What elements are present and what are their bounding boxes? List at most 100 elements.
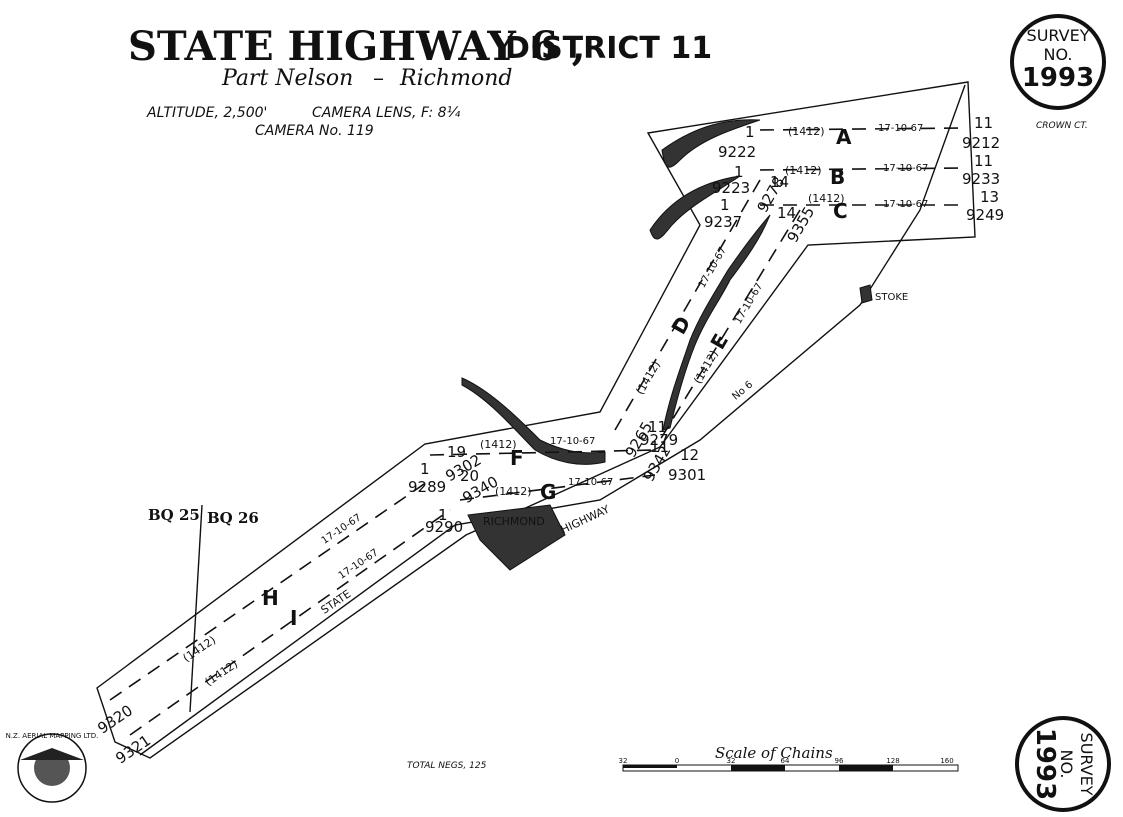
run-I-start-f: 9290 [425, 518, 463, 536]
run-D-film: (1412) [633, 359, 663, 397]
run-G-date: 17-10-67 [568, 477, 613, 488]
run-H: H (1412) 17-10-67 9320 [94, 512, 363, 737]
lens-label: CAMERA LENS, F: 8¼ [312, 105, 461, 121]
map-header: STATE HIGHWAY 6 , DISTRICT 11 Part Nelso… [128, 23, 712, 139]
run-F-start-f: 9289 [408, 478, 446, 496]
flight-line-A [759, 127, 966, 131]
run-H-film: (1412) [181, 633, 219, 664]
run-A-start-f: 9222 [718, 143, 756, 161]
run-F-letter: F [510, 446, 524, 470]
roads [139, 84, 966, 756]
scale-title: Scale of Chains [715, 744, 833, 762]
run-G-start-n: 20 [460, 467, 479, 485]
run-A-start-n: 1 [745, 123, 755, 141]
run-I-letter: I [290, 606, 297, 630]
river-west [461, 377, 606, 465]
survey-top-line1: SURVEY [1027, 26, 1090, 45]
run-B-start-n: 1 [734, 163, 744, 181]
run-D-start-n: 11 [648, 418, 667, 436]
run-H-start-f: 9320 [94, 701, 136, 737]
run-A-letter: A [836, 125, 852, 149]
place-labels: STOKE RICHMOND HIGHWAY STATE No 6 [319, 292, 909, 617]
run-C-date: 17-10-67 [883, 199, 928, 210]
run-B-letter: B [830, 165, 845, 189]
scale-tick-label: 128 [886, 757, 899, 765]
run-C-letter: C [833, 199, 848, 223]
river-middle [649, 175, 741, 240]
flight-lines [109, 127, 966, 736]
run-G-end-n: 12 [680, 446, 699, 464]
run-B-date: 17-10-67 [883, 163, 928, 174]
survey-top-number: 1993 [1022, 63, 1094, 93]
sheet-line [189, 504, 203, 713]
run-I-start-n: 1 [438, 506, 448, 524]
subtitle-place: Richmond [399, 66, 512, 91]
run-B-end-n: 11 [974, 152, 993, 170]
subtitle-dash: – [373, 66, 384, 91]
crown-label: CROWN CT. [1036, 121, 1088, 131]
run-C-start-f: 9237 [704, 213, 742, 231]
run-E-start-n: 11 [650, 438, 669, 456]
no6-label: No 6 [730, 379, 755, 402]
run-F-start-n: 1 [420, 460, 430, 478]
run-E-date: 17-10-67 [733, 281, 765, 326]
run-A-end-f: 9212 [962, 134, 1000, 152]
run-I-film: (1412) [203, 657, 241, 688]
run-H-letter: H [262, 586, 279, 610]
total-negs: TOTAL NEGS, 125 [407, 761, 487, 771]
run-A-date: 17-10-67 [878, 123, 923, 134]
survey-bottom-line2: NO. [1057, 750, 1076, 779]
camera-label: CAMERA No. 119 [255, 123, 374, 139]
scale-tick-label: 32 [727, 757, 736, 765]
run-F: F (1412) 17-10-67 1 9289 19 9302 [408, 436, 595, 496]
subtitle-part: Part Nelson [221, 66, 353, 91]
altitude-label: ALTITUDE, 2,500' [146, 105, 267, 121]
run-G-end-f: 9301 [668, 466, 706, 484]
run-A-end-n: 11 [974, 114, 993, 132]
river-north [661, 119, 761, 168]
run-C-end-n: 13 [980, 188, 999, 206]
survey-bottom-line1: SURVEY [1077, 733, 1096, 796]
scale-tick-label: 0 [675, 757, 679, 765]
flight-line-I [129, 509, 451, 736]
rivers [461, 119, 873, 571]
richmond-town [467, 504, 566, 571]
scale-bar: Scale of Chains 32 0 32 64 96 128 160 [619, 744, 959, 772]
survey-bottom-number: 1993 [1030, 728, 1060, 800]
district-label: DISTRICT 11 [505, 31, 712, 66]
run-B-film: (1412) [785, 164, 822, 177]
scale-tick-label: 64 [781, 757, 790, 765]
logo-text: N.Z. AERIAL MAPPING LTD. [6, 732, 99, 740]
survey-stamp-bottom: 1993 NO. SURVEY [1015, 716, 1111, 812]
run-B-end-f: 9233 [962, 170, 1000, 188]
run-F-film: (1412) [480, 438, 517, 451]
company-logo: N.Z. AERIAL MAPPING LTD. [6, 732, 99, 803]
scale-ticks: 32 0 32 64 96 128 160 [619, 757, 954, 765]
scale-tick-label: 160 [940, 757, 953, 765]
scale-tick-label: 96 [835, 757, 844, 765]
flight-line-D [614, 179, 761, 431]
run-G-letter: G [540, 480, 556, 504]
scale-tick-label: 32 [619, 757, 628, 765]
run-B-start-f: 9223 [712, 179, 750, 197]
run-C-end-f: 9249 [966, 206, 1004, 224]
run-C-film: (1412) [808, 192, 845, 205]
run-G-film: (1412) [495, 485, 532, 498]
flight-line-G [459, 474, 656, 501]
run-D-letter: D [666, 312, 695, 338]
run-B: B (1412) 17-10-67 1 9223 11 9233 [712, 152, 1000, 197]
run-F-date: 17-10-67 [550, 436, 595, 447]
run-E-start-f: 9279 [640, 431, 678, 449]
survey-stamp-top: SURVEY NO. 1993 [1010, 14, 1106, 110]
sheet-right-label: BQ 26 [207, 509, 259, 527]
run-F-end-n: 19 [447, 443, 466, 461]
flight-line-B [759, 167, 966, 171]
sheet-labels: BQ 25 BQ 26 [148, 506, 259, 527]
richmond-label: RICHMOND [483, 515, 545, 528]
run-C-start-n: 1 [720, 196, 730, 214]
flight-line-H [109, 479, 431, 701]
run-I-date: 17-10-67 [337, 547, 381, 582]
run-E-film: (1412) [691, 348, 721, 386]
run-A-film: (1412) [788, 125, 825, 138]
